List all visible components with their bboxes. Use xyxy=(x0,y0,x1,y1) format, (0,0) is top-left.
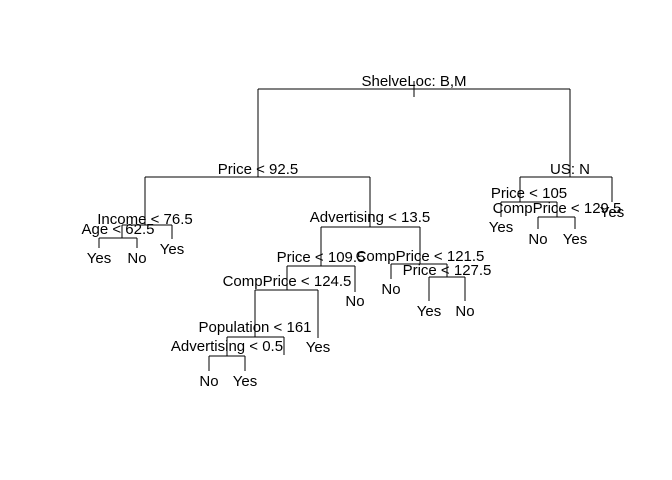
split-label-age: Age < 62.5 xyxy=(82,221,155,238)
leaf-label: No xyxy=(345,293,364,310)
split-label-compprice-124-5: CompPrice < 124.5 xyxy=(223,273,352,290)
split-label-advertising-0-5: Advertising < 0.5 xyxy=(171,338,283,355)
leaf-label: Yes xyxy=(233,373,257,390)
leaf-label: Yes xyxy=(87,250,111,267)
split-label-shelveloc: ShelveLoc: B,M xyxy=(361,73,466,90)
split-label-price-105: Price < 105 xyxy=(491,185,567,202)
split-label-price-92-5: Price < 92.5 xyxy=(218,161,298,178)
leaf-label: No xyxy=(528,231,547,248)
leaf-label: No xyxy=(455,303,474,320)
split-label-us: US: N xyxy=(550,161,590,178)
leaf-label: Yes xyxy=(306,339,330,356)
leaf-label: No xyxy=(127,250,146,267)
split-label-compprice-121-5: CompPrice < 121.5 xyxy=(356,248,485,265)
leaf-label: Yes xyxy=(417,303,441,320)
leaf-label: No xyxy=(381,281,400,298)
split-label-compprice-129-5: CompPrice < 129.5 xyxy=(493,200,622,217)
split-label-price-109-5: Price < 109.5 xyxy=(277,249,366,266)
leaf-label: Yes xyxy=(160,241,184,258)
leaf-label: Yes xyxy=(489,219,513,236)
split-label-income: Income < 76.5 xyxy=(97,211,192,228)
split-label-advertising-13-5: Advertising < 13.5 xyxy=(310,209,431,226)
leaf-label: Yes xyxy=(563,231,587,248)
leaf-label: No xyxy=(199,373,218,390)
leaf-labels: Yes No Yes No No Yes No Yes No Yes Yes N… xyxy=(87,204,624,390)
tree-edges xyxy=(98,81,613,371)
split-label-price-127-5: Price < 127.5 xyxy=(403,262,492,279)
split-labels: ShelveLoc: B,M Price < 92.5 US: N Income… xyxy=(82,73,622,355)
leaf-label: Yes xyxy=(600,204,624,221)
split-label-population: Population < 161 xyxy=(198,319,311,336)
